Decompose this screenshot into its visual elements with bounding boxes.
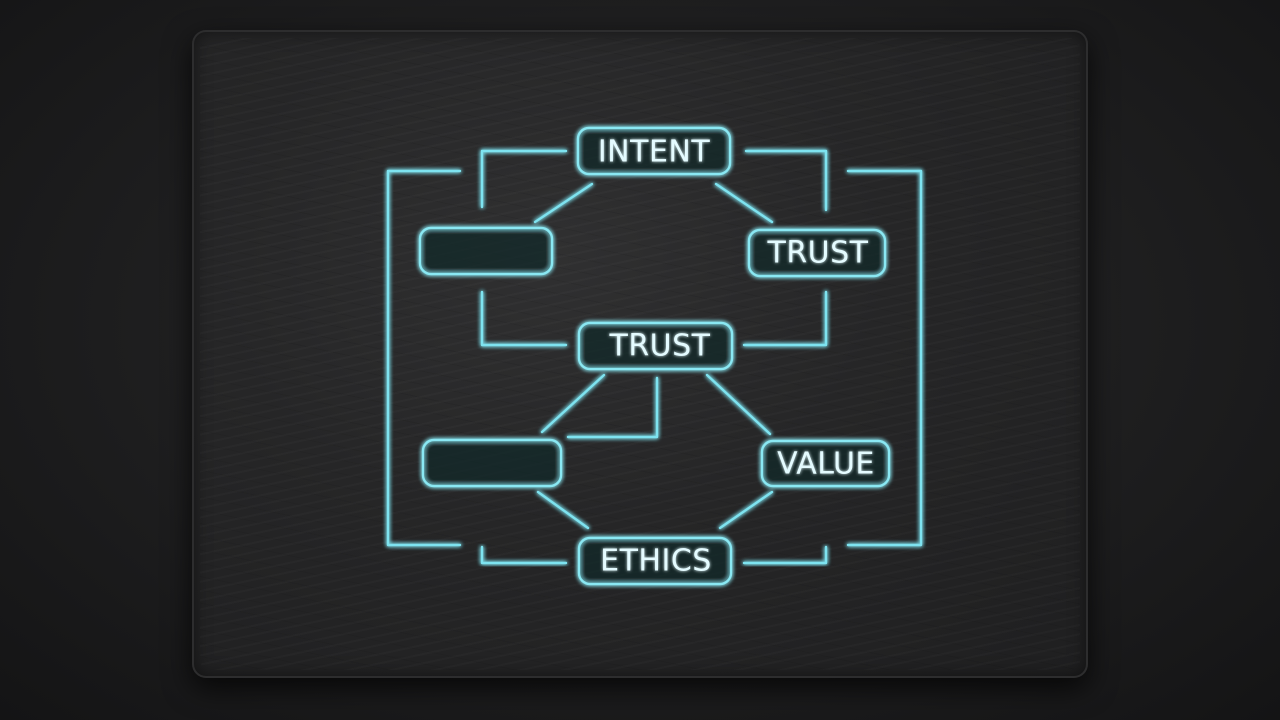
node-trust-right: TRUST [747, 228, 887, 278]
intent-right-bracket [744, 149, 828, 212]
node-ethics: ETHICS [577, 536, 733, 586]
center-stem-line [566, 376, 659, 439]
node-blank-lower [421, 438, 563, 488]
top-connectors [480, 149, 828, 347]
node-trust-center-label: TRUST [609, 329, 711, 364]
node-trust-center: TRUST [577, 321, 734, 371]
center-to-value-line [705, 373, 772, 436]
blank-to-ethics-line [536, 490, 590, 530]
intent-left-bracket [480, 149, 568, 209]
node-ethics-label: ETHICS [600, 544, 712, 579]
trust-to-center-bracket [742, 290, 828, 347]
intent-to-blank-line [533, 182, 594, 224]
blank-to-center-bracket [480, 290, 568, 347]
node-value-label: VALUE [777, 447, 875, 482]
node-trust-right-label: TRUST [767, 236, 869, 271]
intent-to-trust-line [714, 182, 774, 224]
left-outer-bracket [386, 169, 462, 547]
ethics-right-bracket [742, 545, 828, 565]
node-value: VALUE [760, 439, 891, 488]
node-intent: INTENT [576, 126, 732, 176]
right-outer-bracket [846, 169, 923, 547]
outer-frame-lines [386, 169, 923, 547]
ethics-left-bracket [480, 545, 568, 565]
node-blank-upper [418, 226, 554, 276]
bottom-connectors [480, 373, 828, 565]
value-to-ethics-line [718, 490, 774, 530]
node-intent-label: INTENT [598, 135, 711, 170]
center-to-blank-line [540, 373, 606, 434]
